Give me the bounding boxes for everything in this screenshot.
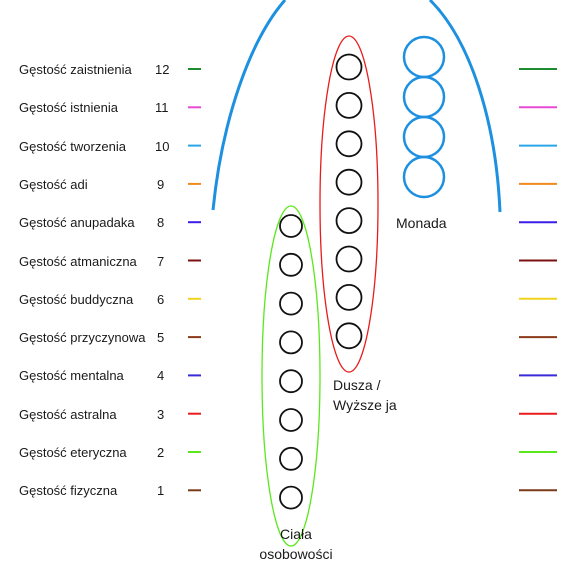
personality-body-circle bbox=[279, 252, 303, 277]
left-level-markers bbox=[188, 68, 201, 492]
monad-circles bbox=[402, 35, 446, 199]
level-name: Gęstość anupadaka bbox=[19, 215, 135, 231]
personality-body-circle bbox=[279, 214, 303, 238]
personality-bodies-label-line2: osobowości bbox=[259, 546, 333, 562]
soul-circle bbox=[335, 92, 363, 119]
level-number: 7 bbox=[157, 253, 165, 269]
level-number: 11 bbox=[155, 100, 169, 116]
level-number: 5 bbox=[157, 330, 165, 346]
level-name: Gęstość buddyczna bbox=[19, 291, 134, 307]
soul-circle bbox=[335, 245, 363, 273]
monad-label: Monada bbox=[396, 215, 447, 231]
level-name: Gęstość przyczynowa bbox=[19, 330, 146, 346]
monad-arch bbox=[211, 0, 502, 213]
soul-label-line2: Wyższe ja bbox=[333, 397, 397, 413]
level-number: 2 bbox=[157, 445, 165, 460]
soul-circle bbox=[335, 283, 363, 311]
level-name: Gęstość istnienia bbox=[19, 100, 118, 116]
soul-circle bbox=[335, 207, 363, 235]
level-name: Gęstość zaistnienia bbox=[19, 62, 132, 77]
personality-body-circles bbox=[279, 214, 303, 510]
soul-circle bbox=[335, 322, 363, 350]
soul-label-line1: Dusza / bbox=[333, 377, 381, 393]
soul-circle bbox=[335, 168, 363, 196]
personality-body-circle bbox=[279, 408, 303, 432]
level-name: Gęstość astralna bbox=[19, 406, 117, 422]
level-name: Gęstość fizyczna bbox=[19, 483, 118, 499]
personality-bodies-ellipse bbox=[261, 205, 321, 547]
level-number: 9 bbox=[157, 176, 165, 192]
level-number: 1 bbox=[157, 483, 165, 499]
personality-bodies-label-line1: Ciała bbox=[280, 526, 312, 542]
soul-circle bbox=[335, 53, 363, 81]
level-name: Gęstość adi bbox=[19, 176, 88, 192]
level-number: 10 bbox=[155, 138, 170, 154]
level-number: 4 bbox=[157, 368, 165, 384]
monad-circle bbox=[402, 115, 446, 159]
soul-ellipse bbox=[319, 35, 379, 373]
soul-circles bbox=[335, 53, 363, 350]
monad-circle bbox=[402, 155, 446, 199]
level-number: 6 bbox=[157, 291, 165, 307]
soul-label: Dusza / Wyższe ja bbox=[333, 375, 397, 415]
level-name: Gęstość eteryczna bbox=[19, 445, 127, 460]
level-number: 3 bbox=[157, 406, 165, 422]
personality-bodies-label: Ciała osobowości bbox=[255, 524, 337, 564]
level-name: Gęstość tworzenia bbox=[19, 138, 126, 154]
monad-circle bbox=[402, 35, 446, 79]
level-number: 8 bbox=[157, 215, 165, 231]
personality-body-circle bbox=[279, 485, 303, 510]
level-name: Gęstość atmaniczna bbox=[19, 253, 137, 269]
level-number: 12 bbox=[155, 62, 170, 77]
personality-body-circle bbox=[279, 369, 303, 394]
personality-body-circle bbox=[279, 291, 303, 316]
level-name: Gęstość mentalna bbox=[19, 368, 124, 384]
monad-circle bbox=[402, 75, 446, 119]
soul-circle bbox=[335, 130, 363, 158]
personality-body-circle bbox=[279, 446, 303, 471]
right-level-markers bbox=[519, 68, 557, 492]
personality-body-circle bbox=[279, 330, 303, 355]
